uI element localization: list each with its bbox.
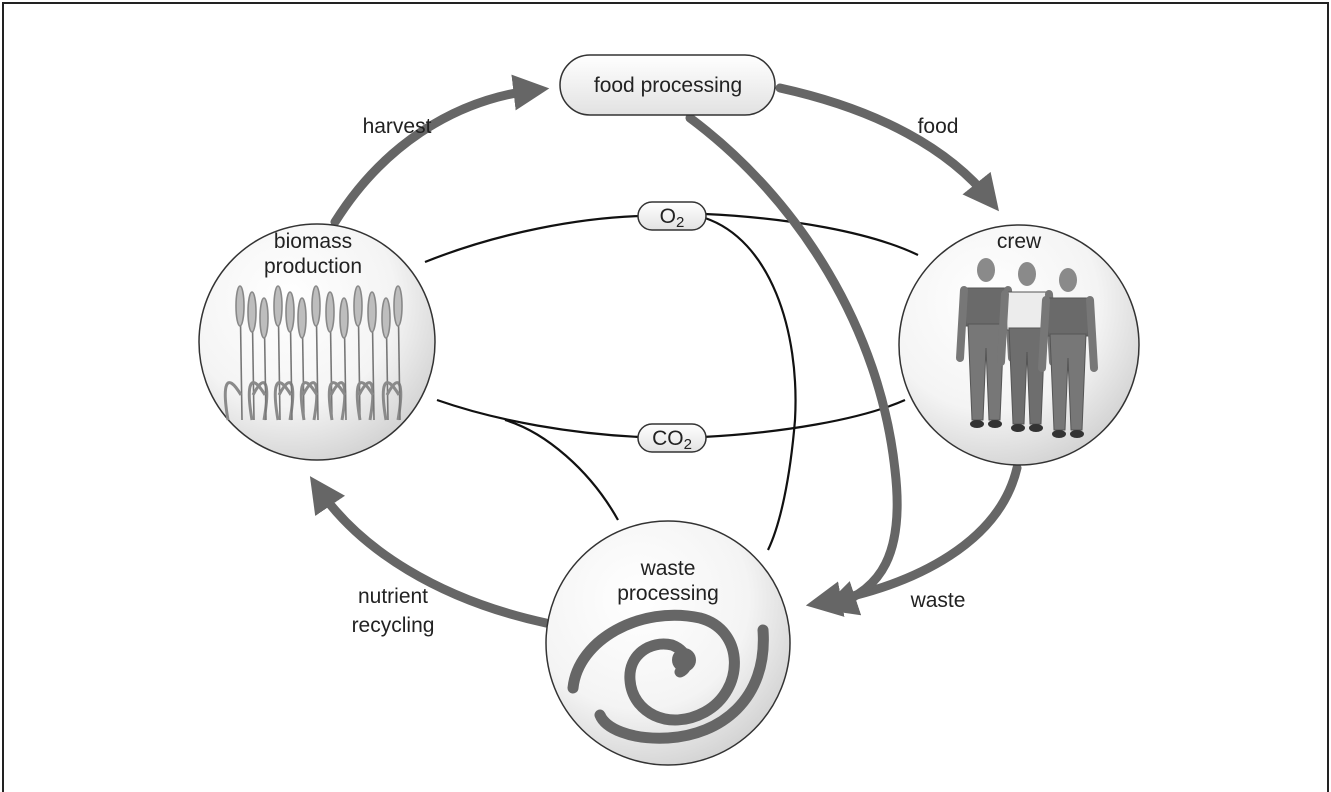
crew-node: crew [898,224,1140,466]
spiral-center [672,648,696,672]
wheat-ear [381,297,391,339]
crew-head [1018,262,1036,286]
wheat-leaf [301,381,319,421]
crew-pants [1049,333,1087,431]
svg-text:CO2: CO2 [652,427,692,453]
crew-shoe [1070,430,1084,438]
o2-pill: O2 [637,201,707,231]
crew-head [977,258,995,282]
wheat-leaf [357,381,375,421]
crew-arm [1086,296,1098,372]
wheat-ear [273,285,283,327]
nutrient-label-line1: nutrient [358,585,428,608]
waste-label-line1: waste [640,557,696,580]
biomass-label-line1: biomass [274,230,352,253]
waste-flow-label: waste [910,589,966,612]
crew-shoe [1011,424,1025,432]
crew-shoe [1052,430,1066,438]
crew-shoe [1029,424,1043,432]
wheat-ear [259,297,269,339]
wheat-ear [297,297,307,339]
crew-people-icon [956,258,1098,438]
o2-line-left [424,214,641,264]
harvest-label: harvest [363,115,432,138]
waste-label-line2: processing [617,582,719,605]
food-processing-label: food processing [594,74,742,97]
food-arrow [775,83,1000,212]
wheat-ear [367,291,377,333]
wheat-ear [393,285,403,327]
food-processing-to-waste-arrow [685,113,902,616]
co2-line-right [702,398,906,439]
crew-arm [1038,296,1050,372]
o2-line-right [704,212,919,256]
wheat-ear [235,285,245,327]
flow-arrows [309,74,1022,628]
wheat-leaf [329,381,347,421]
spiral-icon-outer [594,624,769,744]
wheat-leaf [355,381,375,421]
wheat-leaf [381,381,401,421]
wheat-ear [339,297,349,339]
svg-text:O2: O2 [660,205,685,231]
crew-label: crew [997,230,1042,253]
co2-line-left [436,398,641,439]
wheat-leaf [223,381,243,421]
wheat-ear [325,291,335,333]
food-label: food [918,115,959,138]
crew-shirt [1045,297,1091,337]
crew-head [1059,268,1077,292]
wheat-leaf [327,381,347,421]
co2-subscript: 2 [684,436,692,453]
spiral-icon [567,609,740,726]
exchange-lines [424,212,919,551]
wheat-ear [247,291,257,333]
co2-to-waste-line [504,418,619,521]
harvest-arrow [330,74,550,227]
crew-shoe [988,420,1002,428]
wheat-ear [311,285,321,327]
wheat-leaf [299,381,319,421]
waste-arrow [805,463,1022,617]
o2-label: O [660,205,676,228]
o2-to-waste-line [704,216,797,551]
co2-label: CO [652,427,684,450]
food-processing-node: food processing [559,54,776,116]
waste-processing-node: waste processing [545,520,791,766]
wheat-ear [353,285,363,327]
crew-shoe [970,420,984,428]
nutrient-recycling-arrow [309,476,551,628]
nutrient-label-line2: recycling [352,614,435,637]
wheat-ear [285,291,295,333]
wheat-leaf [247,381,267,421]
biomass-label-line2: production [264,255,362,278]
wheat-leaf [273,381,293,421]
o2-subscript: 2 [676,214,684,231]
crew-arm [956,286,968,362]
co2-pill: CO2 [637,423,707,453]
biomass-production-node: biomass production [198,223,436,461]
wheat-plants-icon [223,285,403,421]
crew-arm [997,290,1009,366]
